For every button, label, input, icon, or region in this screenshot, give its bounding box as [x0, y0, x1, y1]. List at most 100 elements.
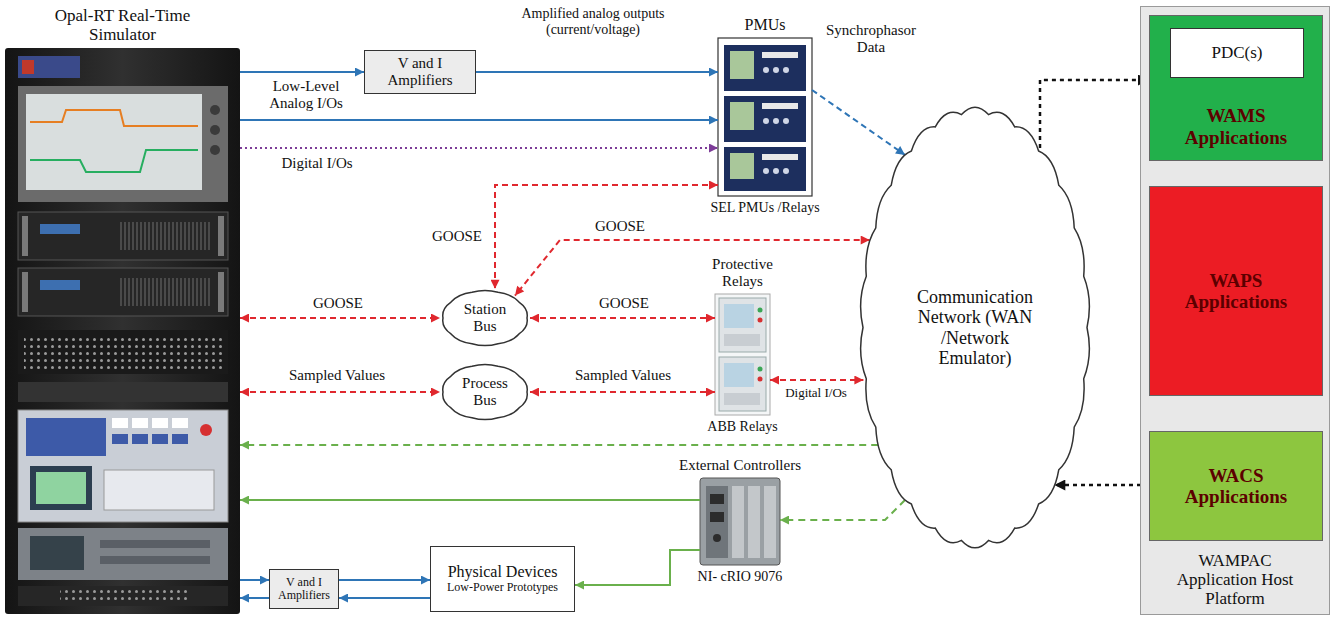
pmu-illustration-part-part	[763, 168, 769, 174]
pmu-illustration-part-part	[773, 67, 779, 73]
connector	[515, 240, 870, 296]
rack-illustration-part-part	[104, 470, 214, 510]
controller-illustration-part-part	[706, 486, 728, 558]
label-text: V and I Amplifiers	[365, 55, 475, 89]
relay-illustration-part-part	[719, 357, 766, 411]
connector	[770, 379, 863, 381]
rack-illustration-part-part	[132, 434, 148, 444]
rack-illustration-part-part	[172, 418, 188, 428]
rack-illustration-part-part	[120, 222, 210, 250]
pmu-illustration-part-part	[783, 67, 789, 73]
edge-label: Synchrophasor Data	[816, 22, 926, 56]
rack-illustration-part-part	[22, 60, 34, 74]
rack-illustration-part-part	[22, 216, 28, 256]
relay-illustration-part-part	[758, 377, 763, 382]
label-text: PDC(s)	[1211, 43, 1262, 62]
connector	[240, 597, 269, 599]
pmu-illustration-part-part	[762, 154, 798, 160]
rack-illustration-part-part	[210, 125, 220, 135]
pmu-illustration-part-part	[783, 118, 789, 124]
rack-illustration-part-part	[18, 268, 228, 316]
controller-illustration-part-part	[713, 534, 721, 542]
controller-illustration-part-part	[732, 486, 744, 558]
connector	[339, 597, 430, 599]
rack-illustration-part-part	[218, 216, 224, 256]
rack-illustration-part-part	[30, 110, 198, 126]
pmu-illustration-part-part	[773, 118, 779, 124]
label-text: WAPS Applications	[1174, 270, 1299, 313]
label-text: Physical Devices	[448, 563, 558, 581]
edge-label: Low-Level Analog I/Os	[258, 78, 354, 112]
cloud-outline	[443, 364, 528, 419]
waps-box: WAPS Applications	[1149, 186, 1323, 396]
cloud-outline	[443, 290, 528, 345]
cloud-outline	[861, 107, 1090, 548]
pmu-illustration-part-part	[763, 118, 769, 124]
pmu-illustration-part-part	[730, 153, 754, 179]
label-text: SEL PMUs /Relays	[690, 200, 840, 216]
label-text: Opal-RT Real-Time Simulator	[23, 6, 223, 44]
edge-label: GOOSE	[306, 295, 370, 312]
rack-illustration-part	[5, 48, 240, 614]
rack-illustration-part-part	[18, 56, 80, 78]
amplifier-box: V and I Amplifiers	[364, 50, 476, 94]
rack-illustration-part-part	[100, 556, 210, 564]
edge-label: GOOSE	[592, 295, 656, 312]
wams-box: WAMS Applications PDC(s)	[1149, 15, 1323, 161]
host-platform: WAMPAC Application Host PlatformWAMS App…	[1140, 6, 1330, 615]
pmu-illustration-part-part	[763, 67, 769, 73]
connector	[1040, 80, 1149, 148]
rack-illustration-part-part	[218, 272, 224, 312]
controller-illustration-part	[700, 478, 780, 565]
relay-illustration-part-part	[758, 367, 763, 372]
pmu-illustration-part-part	[762, 103, 798, 109]
connector	[495, 185, 718, 289]
rack-illustration-part-part	[210, 145, 220, 155]
connector	[530, 317, 715, 319]
connector	[240, 119, 718, 121]
controller-illustration-part-part	[764, 486, 776, 558]
pdc-box: PDC(s)	[1170, 28, 1304, 78]
edge-label: Digital I/Os	[262, 155, 372, 172]
label-text: WAMS Applications	[1174, 105, 1299, 148]
connector	[339, 579, 430, 581]
rack-illustration-part-part	[18, 382, 228, 402]
edge-label: Digital I/Os	[772, 386, 860, 401]
connector	[575, 550, 700, 585]
controller-illustration-part-part	[700, 478, 780, 565]
connector	[240, 147, 718, 149]
rack-illustration-part-part	[132, 418, 148, 428]
rack-illustration-part-part	[30, 150, 198, 172]
edge-label: Amplified analog outputs (current/voltag…	[500, 6, 686, 37]
rack-illustration-part-part	[60, 590, 190, 602]
connector	[240, 71, 364, 73]
edge-label: GOOSE	[428, 228, 486, 245]
rack-illustration-part-part	[30, 466, 92, 510]
pmu-illustration-part-part	[762, 52, 798, 58]
relay-illustration-part-part	[715, 294, 770, 415]
rack-illustration-part-part	[40, 280, 80, 290]
rack-illustration-part-part	[18, 410, 228, 522]
rack-illustration-part-part	[18, 212, 228, 260]
connector	[240, 317, 440, 319]
label-text: PMUs	[720, 16, 810, 34]
label-text: External Controllers	[655, 457, 825, 474]
pmu-illustration-part-part	[718, 38, 812, 196]
pmu-illustration-part-part	[773, 168, 779, 174]
relay-illustration-part-part	[724, 334, 760, 346]
rack-illustration-part-part	[40, 224, 80, 234]
rack-illustration-part-part	[210, 105, 220, 115]
connector	[476, 71, 718, 73]
label-text: Protective Relays	[698, 256, 788, 290]
bus-cloud: Process Bus	[440, 362, 530, 422]
edge-label: Sampled Values	[558, 367, 688, 384]
relay-illustration-part	[715, 294, 770, 415]
label-text: NI- cRIO 9076	[675, 569, 805, 585]
label-text: V and I Amplifiers	[270, 576, 338, 603]
bus-cloud: Station Bus	[440, 288, 530, 348]
relay-illustration-part-part	[724, 393, 760, 405]
rack-illustration-part-part	[24, 334, 222, 370]
relay-illustration-part-part	[758, 308, 763, 313]
